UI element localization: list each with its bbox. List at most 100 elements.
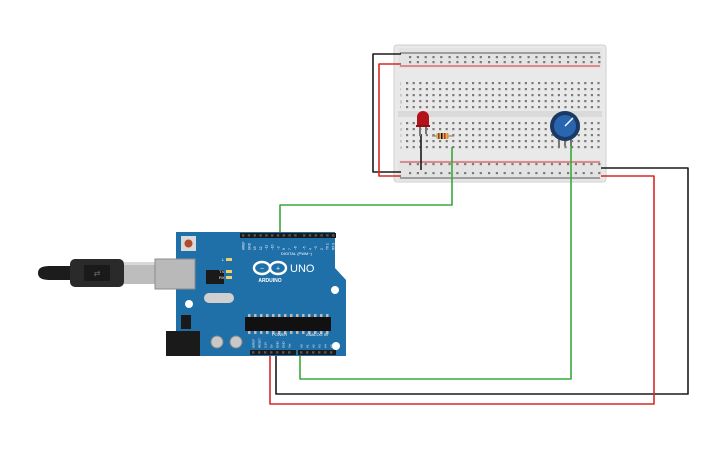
breadboard-hole[interactable] [505,106,508,109]
rail-hole[interactable] [550,61,554,64]
breadboard-hole[interactable] [551,88,554,91]
breadboard-hole[interactable] [465,106,468,109]
rail-hole[interactable] [550,172,554,175]
breadboard-hole[interactable] [465,100,468,103]
rail-hole[interactable] [464,56,467,59]
breadboard-hole[interactable] [524,94,527,97]
breadboard-hole[interactable] [485,82,488,85]
rail-hole[interactable] [440,163,443,166]
rail-hole[interactable] [527,163,530,166]
breadboard-hole[interactable] [544,82,547,85]
rail-hole[interactable] [543,172,546,175]
rail-hole[interactable] [416,56,419,59]
breadboard-hole[interactable] [478,128,481,131]
breadboard-hole[interactable] [557,100,560,103]
breadboard-hole[interactable] [577,140,580,143]
breadboard-hole[interactable] [472,122,475,125]
breadboard-hole[interactable] [577,134,580,137]
breadboard-hole[interactable] [518,122,521,125]
breadboard-hole[interactable] [458,88,461,91]
breadboard-hole[interactable] [597,88,600,91]
breadboard-hole[interactable] [557,94,560,97]
breadboard-hole[interactable] [531,100,534,103]
breadboard-hole[interactable] [445,140,448,143]
breadboard-hole[interactable] [485,128,488,131]
breadboard-hole[interactable] [485,106,488,109]
breadboard-hole[interactable] [425,88,428,91]
digital-pin[interactable] [247,234,251,237]
rail-hole[interactable] [440,172,443,175]
breadboard-hole[interactable] [465,88,468,91]
breadboard-hole[interactable] [478,100,481,103]
breadboard-hole[interactable] [518,134,521,137]
breadboard-hole[interactable] [577,106,580,109]
breadboard-hole[interactable] [531,88,534,91]
rail-hole[interactable] [567,172,570,175]
breadboard-hole[interactable] [406,122,409,125]
breadboard-hole[interactable] [412,122,415,125]
breadboard-hole[interactable] [465,128,468,131]
breadboard-hole[interactable] [419,94,422,97]
breadboard-hole[interactable] [491,88,494,91]
rail-hole[interactable] [495,61,498,64]
breadboard-hole[interactable] [597,128,600,131]
rail-hole[interactable] [495,172,498,175]
breadboard-hole[interactable] [551,82,554,85]
breadboard-hole[interactable] [452,88,455,91]
breadboard-hole[interactable] [538,88,541,91]
breadboard-hole[interactable] [439,122,442,125]
breadboard-hole[interactable] [445,88,448,91]
digital-pin[interactable] [320,234,323,237]
breadboard-hole[interactable] [485,134,488,137]
breadboard-hole[interactable] [452,106,455,109]
breadboard-hole[interactable] [491,146,494,149]
digital-pin[interactable] [303,234,306,237]
rail-hole[interactable] [409,163,412,166]
breadboard-hole[interactable] [498,122,501,125]
breadboard-hole[interactable] [511,128,514,131]
breadboard-hole[interactable] [439,88,442,91]
breadboard-hole[interactable] [445,128,448,131]
rail-hole[interactable] [464,172,467,175]
rail-hole[interactable] [479,163,482,166]
breadboard-hole[interactable] [531,94,534,97]
rail-hole[interactable] [479,56,482,59]
rail-hole[interactable] [590,163,593,166]
breadboard-hole[interactable] [472,134,475,137]
breadboard-hole[interactable] [498,140,501,143]
rail-hole[interactable] [519,172,522,175]
breadboard-hole[interactable] [544,94,547,97]
breadboard-hole[interactable] [491,128,494,131]
breadboard-hole[interactable] [452,146,455,149]
rail-hole[interactable] [416,172,419,175]
breadboard-hole[interactable] [511,82,514,85]
breadboard-hole[interactable] [505,122,508,125]
power-header[interactable] [250,350,296,355]
analog-pin[interactable] [318,351,321,354]
rail-hole[interactable] [424,61,427,64]
rail-hole[interactable] [535,56,538,59]
breadboard-hole[interactable] [465,134,468,137]
breadboard-hole[interactable] [478,146,481,149]
rail-hole[interactable] [495,163,498,166]
breadboard-hole[interactable] [564,82,567,85]
rail-hole[interactable] [550,163,554,166]
digital-pin[interactable] [326,234,329,237]
breadboard-hole[interactable] [531,146,534,149]
breadboard-hole[interactable] [458,122,461,125]
rail-hole[interactable] [574,172,577,175]
breadboard-hole[interactable] [465,146,468,149]
rail-hole[interactable] [409,61,412,64]
breadboard-hole[interactable] [590,82,593,85]
rail-hole[interactable] [488,61,491,64]
analog-pin[interactable] [324,351,327,354]
rail-hole[interactable] [527,172,530,175]
breadboard-hole[interactable] [577,82,580,85]
breadboard-hole[interactable] [551,100,554,103]
rail-hole[interactable] [448,56,451,59]
rail-hole[interactable] [511,163,514,166]
breadboard-hole[interactable] [406,134,409,137]
rail-hole[interactable] [416,61,419,64]
